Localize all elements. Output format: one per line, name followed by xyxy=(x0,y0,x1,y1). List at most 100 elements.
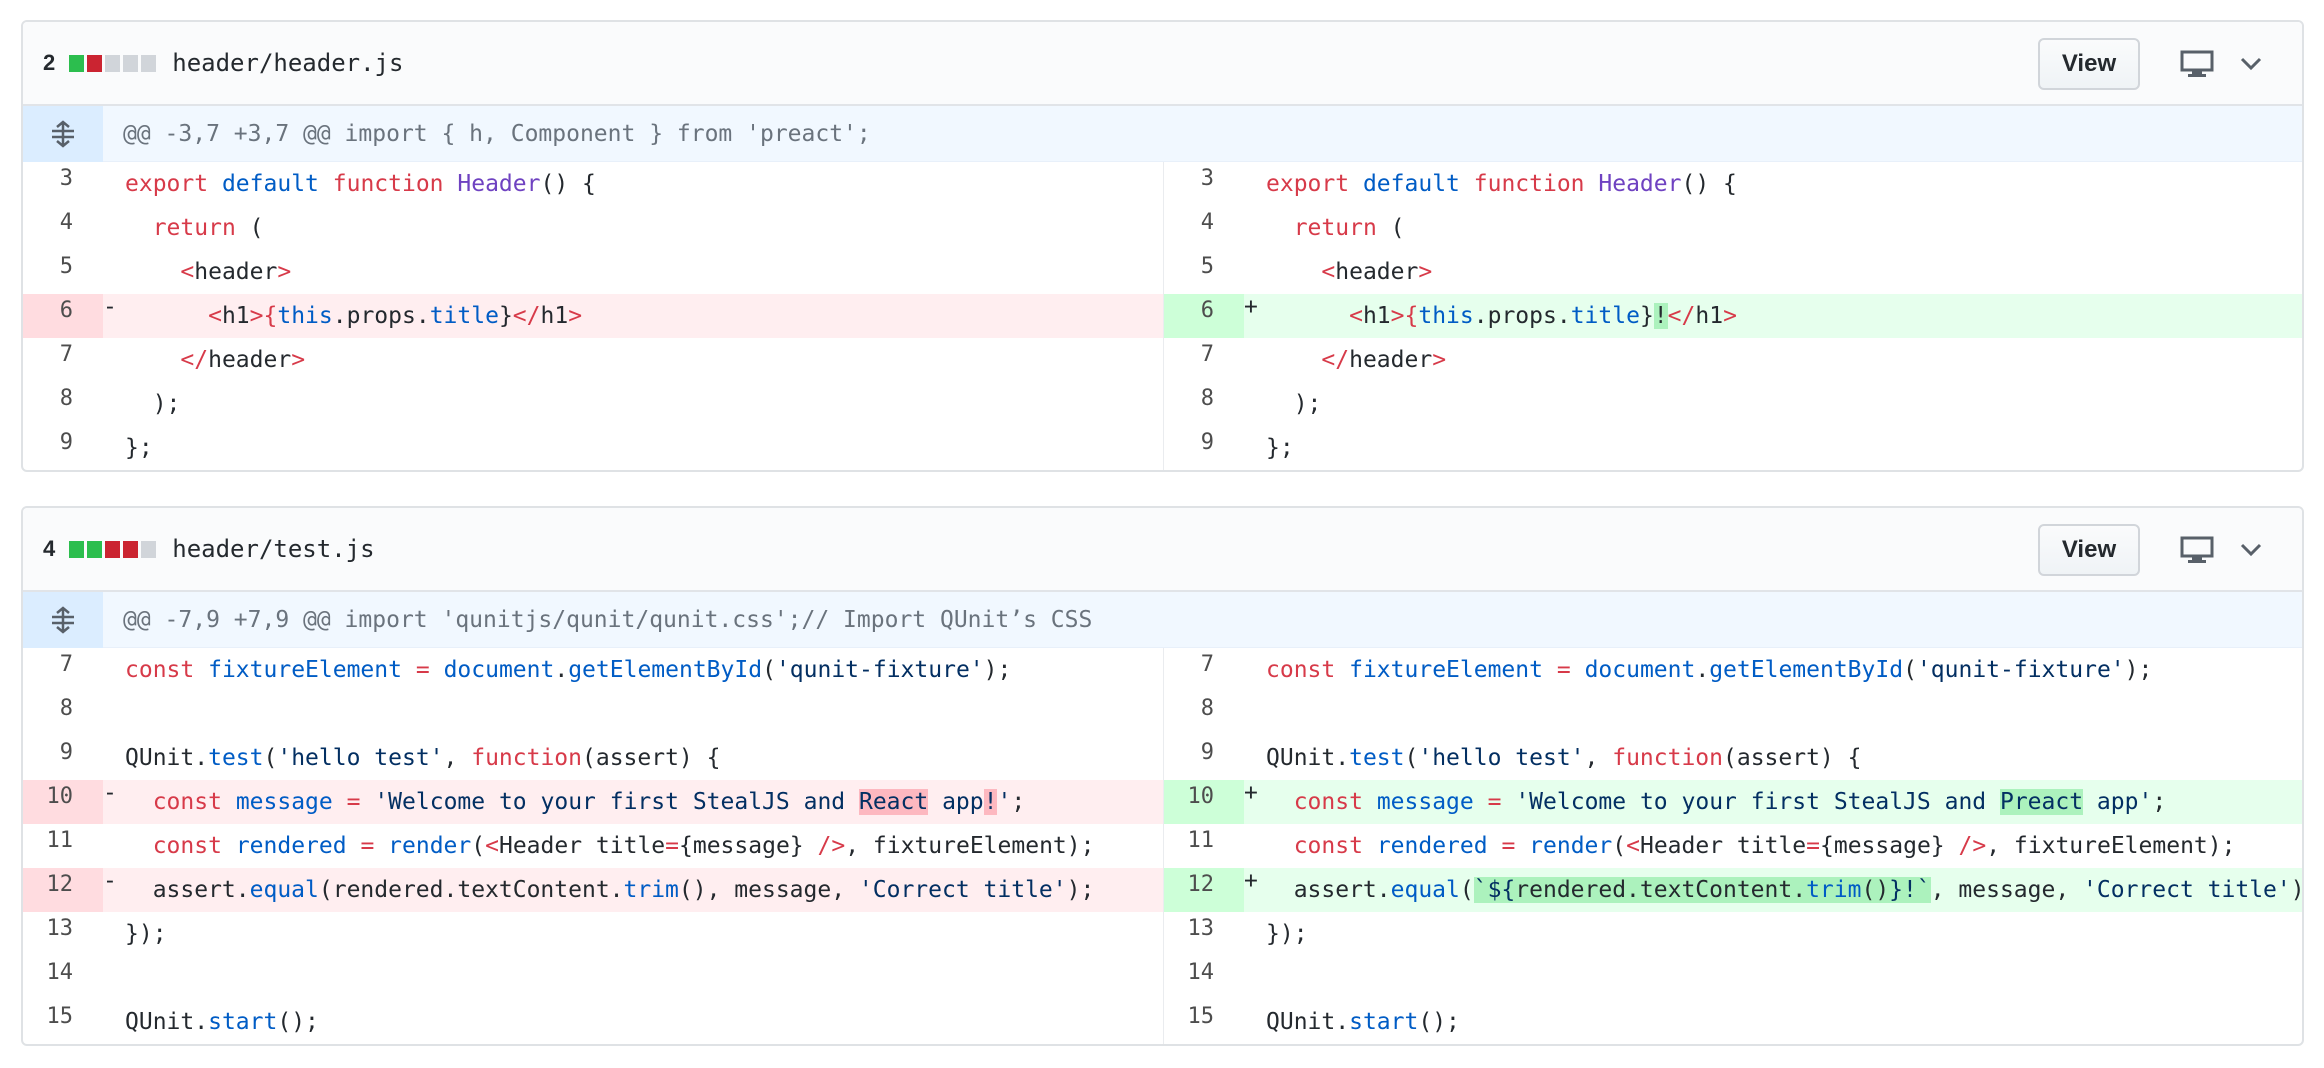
addition-marker: + xyxy=(1244,780,1258,806)
diffstat-block-neutral xyxy=(141,540,157,558)
diffstat-block-neutral xyxy=(141,54,157,72)
code-line: }; xyxy=(125,435,153,461)
code-line: ); xyxy=(125,391,181,417)
line-number[interactable]: 15 xyxy=(46,1004,74,1029)
code-line: return ( xyxy=(1293,215,1405,241)
expand-icon[interactable] xyxy=(23,591,103,648)
diff-row: 4 return ( 4 return ( xyxy=(23,206,2302,250)
diff-file: 2 header/header.js View @@ -3,7 +3,7 @@ … xyxy=(21,20,2304,472)
diff-row-changed: 6- <h1>{this.props.title}</h1> 6+ <h1>{t… xyxy=(23,294,2302,338)
diff-row-changed: 12- assert.equal(rendered.textContent.tr… xyxy=(23,868,2302,912)
code-line: QUnit.test('hello test', function(assert… xyxy=(125,745,721,771)
line-number[interactable]: 9 xyxy=(59,740,73,765)
view-file-button[interactable]: View xyxy=(2038,38,2140,90)
diff-row: 8 8 xyxy=(23,692,2302,736)
diffstat-block-neutral xyxy=(123,54,139,72)
line-number[interactable]: 6 xyxy=(23,294,103,338)
code-line: QUnit.start(); xyxy=(125,1009,319,1035)
diff-row-changed: 10- const message = 'Welcome to your fir… xyxy=(23,780,2302,824)
code-line: const fixtureElement = document.getEleme… xyxy=(1266,657,2153,683)
diff-row: 5 <header> 5 <header> xyxy=(23,250,2302,294)
line-number[interactable]: 3 xyxy=(1200,166,1214,191)
code-line: <h1>{this.props.title}</h1> xyxy=(208,303,583,329)
line-number[interactable]: 12 xyxy=(1164,868,1244,912)
hunk-info: @@ -3,7 +3,7 @@ import { h, Component } … xyxy=(123,120,871,147)
file-header: 2 header/header.js View xyxy=(23,22,2302,106)
diff-row: 7 </header> 7 </header> xyxy=(23,338,2302,382)
code-line: <header> xyxy=(1321,259,1433,285)
code-line: const rendered = render(<Header title={m… xyxy=(152,833,1095,859)
line-number[interactable]: 7 xyxy=(59,652,73,677)
hunk-info: @@ -7,9 +7,9 @@ import 'qunitjs/qunit/qu… xyxy=(123,606,1093,633)
diff-rows: 7 const fixtureElement = document.getElem… xyxy=(23,648,2302,1044)
code-line: <h1>{this.props.title}!</h1> xyxy=(1349,303,1737,329)
line-number[interactable]: 15 xyxy=(1187,1004,1215,1029)
diff-rows: 3 export default function Header() { 3 exp… xyxy=(23,162,2302,470)
line-number[interactable]: 5 xyxy=(59,254,73,279)
line-number[interactable]: 11 xyxy=(1187,828,1215,853)
diff-row: 3 export default function Header() { 3 exp… xyxy=(23,162,2302,206)
code-line: ); xyxy=(1266,391,1322,417)
diffstat-block-del xyxy=(123,540,139,558)
deletion-marker: - xyxy=(103,868,117,894)
addition-marker: + xyxy=(1244,294,1258,320)
file-path[interactable]: header/test.js xyxy=(172,535,375,563)
view-file-button[interactable]: View xyxy=(2038,524,2140,576)
line-number[interactable]: 10 xyxy=(23,780,103,824)
code-line: export default function Header() { xyxy=(125,171,596,197)
line-number[interactable]: 7 xyxy=(1200,342,1214,367)
diffstat-block-add xyxy=(69,54,85,72)
deletion-marker: - xyxy=(103,294,117,320)
code-line: }); xyxy=(1266,921,1308,947)
diff-row: 7 const fixtureElement = document.getElem… xyxy=(23,648,2302,692)
change-count: 2 xyxy=(43,50,56,75)
expand-icon[interactable] xyxy=(23,105,103,162)
diffstat xyxy=(69,540,157,558)
line-number[interactable]: 6 xyxy=(1164,294,1244,338)
line-number[interactable]: 13 xyxy=(46,916,74,941)
line-number[interactable]: 14 xyxy=(1187,960,1215,985)
code-line: const message = 'Welcome to your first S… xyxy=(1293,789,2167,815)
file-path[interactable]: header/header.js xyxy=(172,49,404,77)
line-number[interactable]: 9 xyxy=(59,430,73,455)
line-number[interactable]: 4 xyxy=(59,210,73,235)
line-number[interactable]: 13 xyxy=(1187,916,1215,941)
diffstat-block-add xyxy=(69,540,85,558)
chevron-down-icon[interactable] xyxy=(2228,41,2274,87)
line-number[interactable]: 8 xyxy=(59,696,73,721)
code-line: }); xyxy=(125,921,167,947)
line-number[interactable]: 8 xyxy=(1200,386,1214,411)
display-rich-diff-icon[interactable] xyxy=(2174,41,2220,87)
diffstat-block-neutral xyxy=(105,54,121,72)
line-number[interactable]: 5 xyxy=(1200,254,1214,279)
code-line: const message = 'Welcome to your first S… xyxy=(152,789,1026,815)
line-number[interactable]: 3 xyxy=(59,166,73,191)
diff-row: 14 14 xyxy=(23,956,2302,1000)
code-line: </header> xyxy=(1321,347,1447,373)
line-number[interactable]: 4 xyxy=(1200,210,1214,235)
diff-row: 9}; 9}; xyxy=(23,426,2302,470)
code-line: assert.equal(rendered.textContent.trim()… xyxy=(125,877,1095,903)
display-rich-diff-icon[interactable] xyxy=(2174,527,2220,573)
line-number[interactable]: 11 xyxy=(46,828,74,853)
deletion-marker: - xyxy=(103,780,117,806)
change-count: 4 xyxy=(43,536,56,561)
line-number[interactable]: 7 xyxy=(1200,652,1214,677)
chevron-down-icon[interactable] xyxy=(2228,527,2274,573)
diffstat-block-del xyxy=(87,54,103,72)
line-number[interactable]: 7 xyxy=(59,342,73,367)
line-number[interactable]: 14 xyxy=(46,960,74,985)
line-number[interactable]: 10 xyxy=(1164,780,1244,824)
diffstat-block-add xyxy=(87,540,103,558)
diff-row: 13}); 13}); xyxy=(23,912,2302,956)
line-number[interactable]: 8 xyxy=(59,386,73,411)
diff-file: 4 header/test.js View @@ -7,9 +7,9 @@ im… xyxy=(21,506,2304,1046)
file-header: 4 header/test.js View xyxy=(23,508,2302,592)
code-line: export default function Header() { xyxy=(1266,171,1737,197)
line-number[interactable]: 9 xyxy=(1200,740,1214,765)
line-number[interactable]: 9 xyxy=(1200,430,1214,455)
line-number[interactable]: 12 xyxy=(23,868,103,912)
line-number[interactable]: 8 xyxy=(1200,696,1214,721)
addition-marker: + xyxy=(1244,868,1258,894)
